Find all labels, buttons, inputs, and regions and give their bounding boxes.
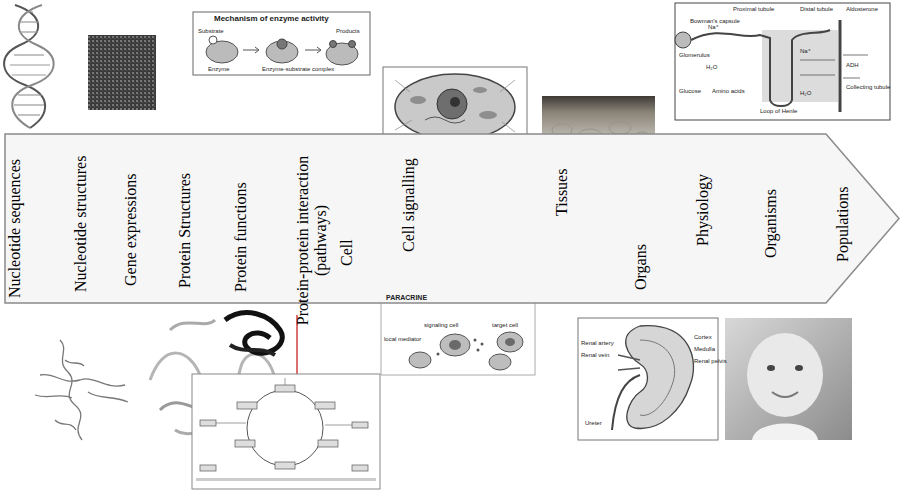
illustration-label: Mechanism of enzyme activity xyxy=(214,15,329,24)
kidney-anatomy xyxy=(578,318,718,440)
illustration-label: Renal vein xyxy=(581,352,609,359)
illustration-label: target cell xyxy=(492,322,518,329)
illustration-label: Bowman's capsule xyxy=(690,18,740,25)
nephron-diagram xyxy=(675,3,890,120)
level-label: Physiology xyxy=(694,174,712,246)
enzyme-mechanism xyxy=(193,12,370,75)
illustration-label: Glucose xyxy=(679,88,701,95)
level-label: Protein-protein interaction (pathways) xyxy=(294,138,331,343)
level-label: Populations xyxy=(834,186,852,262)
level-label: Tissues xyxy=(553,169,571,216)
illustration-label: Loop of Henle xyxy=(760,108,797,115)
illustration-label: Renal pelvis xyxy=(694,358,727,365)
level-label: Cell signalling xyxy=(400,158,418,252)
level-label: Nucleotide sequences xyxy=(6,159,24,298)
illustration-label: Ureter xyxy=(585,420,602,427)
illustration-label: signaling cell xyxy=(424,322,458,329)
illustration-label: Collecting tubule xyxy=(846,84,890,91)
microarray-image xyxy=(88,35,156,110)
level-label: Protein Structures xyxy=(176,173,194,288)
illustration-label: Cortex xyxy=(694,334,712,341)
illustration-label: Aldosterone xyxy=(846,6,878,13)
baby-photo xyxy=(725,318,852,440)
level-label: Protein functions xyxy=(232,182,250,292)
arrow-band: Nucleotide sequences Nucleotide structure… xyxy=(4,133,900,304)
illustration-label: ADH xyxy=(846,62,859,69)
dna-helix xyxy=(4,5,54,128)
illustration-label: Na⁺ xyxy=(800,48,811,55)
illustration-label: Substrate xyxy=(198,28,224,35)
illustration-label: Proximal tubule xyxy=(733,6,774,13)
illustration-label: Amino acids xyxy=(712,88,745,95)
illustration-label: Distal tubule xyxy=(800,6,833,13)
trna-structure xyxy=(35,340,128,440)
illustration-label: Glomerulus xyxy=(679,52,710,59)
illustration-label: Na⁺ xyxy=(708,24,719,31)
illustration-label: H₂O xyxy=(800,90,811,97)
level-label: Organs xyxy=(632,244,650,290)
illustration-label: PARACRINE xyxy=(386,294,427,302)
illustration-label: H₂O xyxy=(706,64,717,71)
level-label: Cell xyxy=(338,239,356,266)
illustration-label: Medulla xyxy=(694,346,715,353)
illustration-label: local mediator xyxy=(384,336,421,343)
illustration-label: Enzyme-substrate complex xyxy=(262,66,334,73)
illustration-label: Renal artery xyxy=(581,340,614,347)
arrow-shape xyxy=(5,134,899,303)
illustration-label: Products xyxy=(336,28,360,35)
level-label: Organisms xyxy=(762,189,780,258)
level-label: Nucleotide structures xyxy=(72,156,90,292)
pathway-diagram xyxy=(192,374,380,489)
level-label: Gene expressions xyxy=(122,174,140,286)
illustration-label: Enzyme xyxy=(208,66,230,73)
